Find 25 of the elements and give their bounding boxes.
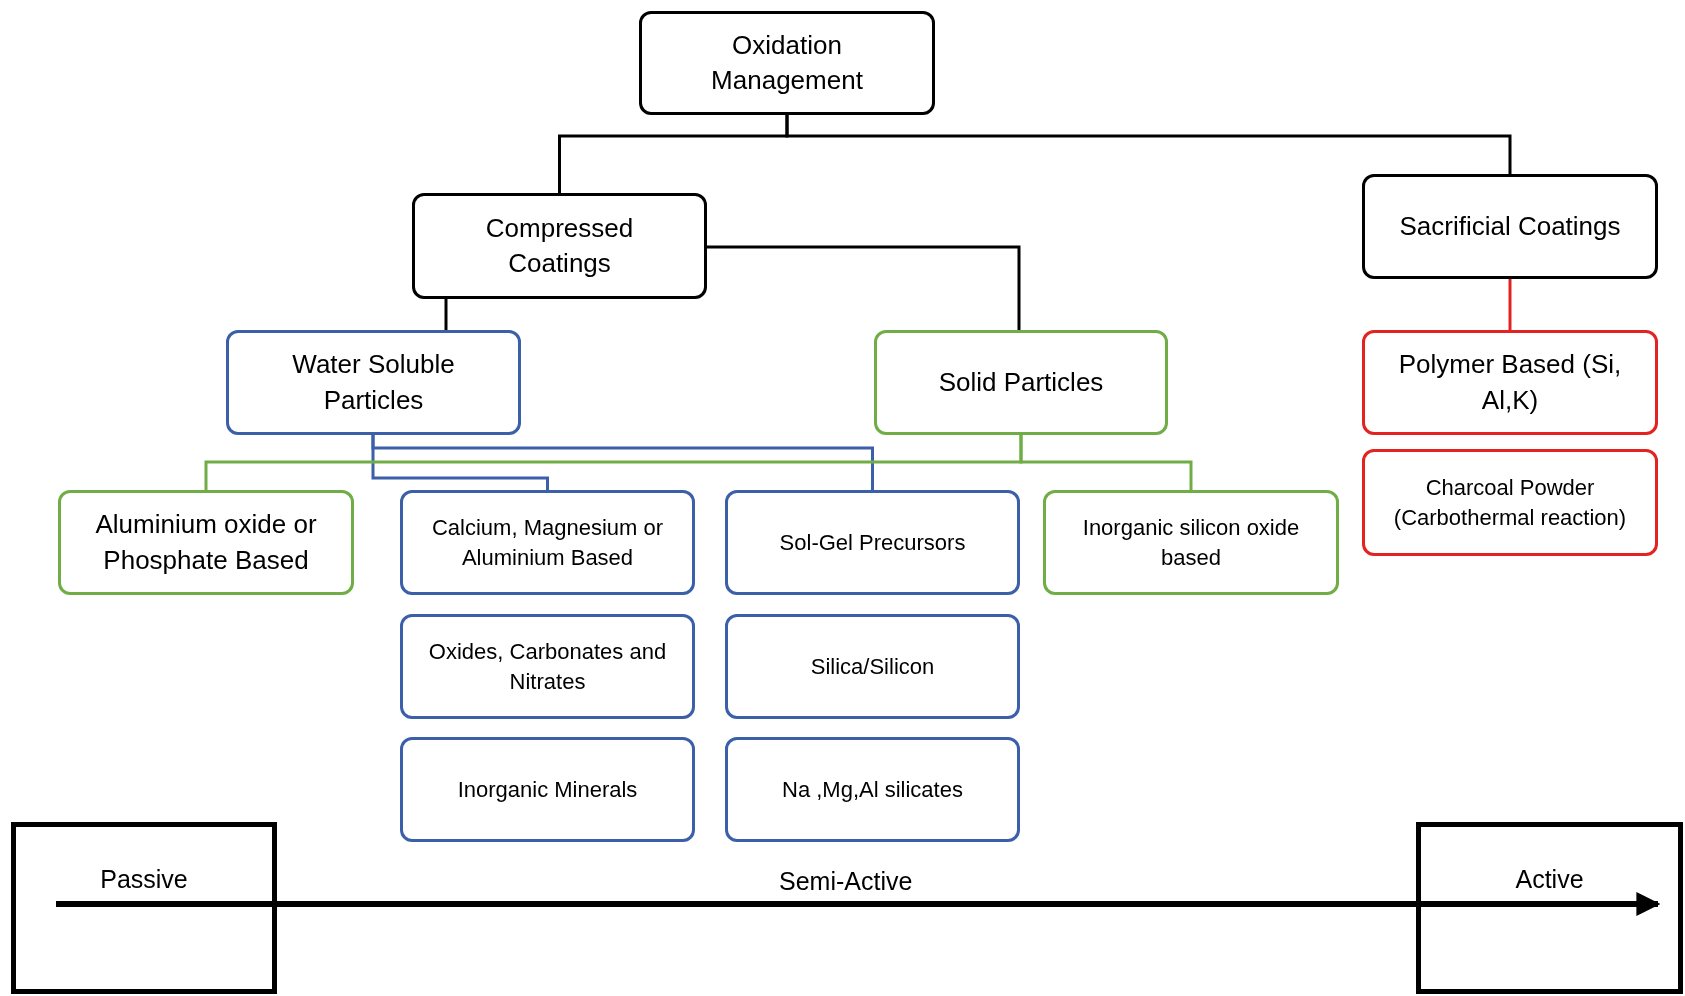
connector-line [1508, 279, 1512, 330]
scale-label: Semi-Active [779, 866, 913, 897]
connector-line [785, 115, 1512, 174]
category-box [1362, 449, 1658, 556]
category-box [1043, 490, 1339, 595]
category-box [400, 490, 695, 595]
category-box [725, 614, 1020, 719]
category-box [725, 737, 1020, 842]
connector-line [56, 892, 1661, 916]
connector-line [1019, 435, 1193, 490]
category-box [58, 490, 354, 595]
category-box [412, 193, 707, 299]
scale-end-box [1416, 822, 1683, 994]
category-box [874, 330, 1168, 435]
connector-line [444, 299, 448, 330]
category-box [226, 330, 521, 435]
category-box [725, 490, 1020, 595]
connector-line [371, 435, 874, 490]
category-box [400, 737, 695, 842]
scale-end-box [11, 822, 277, 994]
category-box [400, 614, 695, 719]
category-box [1362, 174, 1658, 279]
connector-line [707, 245, 1021, 330]
category-box [639, 11, 935, 115]
category-box [1362, 330, 1658, 435]
